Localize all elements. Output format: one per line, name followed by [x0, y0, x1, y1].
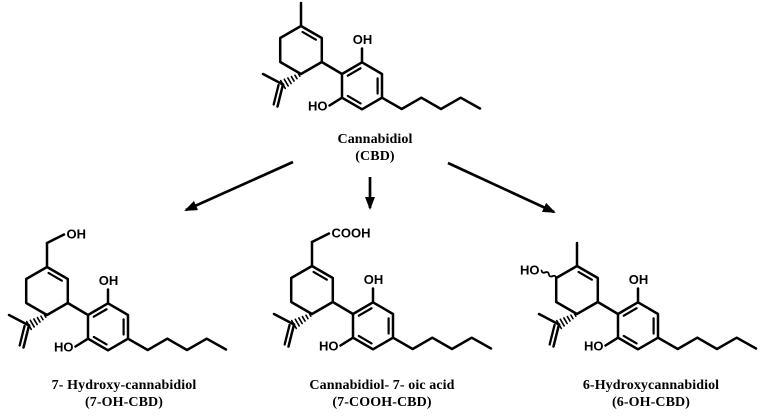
biaryl-bond: [320, 60, 344, 76]
structure-6-hydroxycannabidiol: OH HO HO: [520, 241, 758, 354]
compound-label-6-oh-cbd: 6-Hydroxycannabidiol (6-OH-CBD): [531, 377, 761, 411]
phenol-ho-left: HO: [584, 336, 620, 354]
aromatic-ring: [351, 301, 395, 351]
aromatic-ring: [616, 301, 660, 351]
compound-label-cbd: Cannabidiol (CBD): [275, 131, 475, 165]
atom-label-oh-top: OH: [99, 273, 119, 288]
phenol-oh-top: OH: [353, 32, 373, 64]
phenol-ho-left: HO: [54, 337, 90, 355]
compound-abbr: (6-OH-CBD): [612, 395, 690, 410]
metabolism-arrow-1: [184, 160, 294, 212]
atom-label-oh-top: OH: [364, 272, 384, 287]
cyclohexene-ring: [554, 264, 600, 316]
atom-label-ho-ring: HO: [520, 263, 540, 278]
compound-name: 7- Hydroxy-cannabidiol: [51, 378, 197, 393]
phenol-oh-top: OH: [99, 273, 119, 305]
pentyl-chain: [380, 96, 482, 111]
hydroxymethyl-group: OH: [45, 227, 87, 269]
atom-label-top: COOH: [332, 226, 371, 241]
biaryl-bond: [331, 300, 355, 316]
compound-label-7-cooh-cbd: Cannabidiol- 7- oic acid (7-COOH-CBD): [262, 377, 502, 411]
phenol-ho-left: HO: [308, 96, 344, 114]
atom-label-oh-top: OH: [629, 272, 649, 287]
compound-abbr: (CBD): [355, 149, 395, 164]
atom-label-ho-left: HO: [54, 340, 74, 355]
isopropenyl-group: [272, 312, 312, 348]
phenol-ho-left: HO: [319, 336, 355, 354]
compound-abbr: (7-COOH-CBD): [332, 395, 432, 410]
structure-7-hydroxy-cannabidiol: OH HO OH: [7, 227, 228, 355]
pentyl-chain: [126, 337, 228, 352]
phenol-oh-top: OH: [629, 272, 649, 304]
isopropenyl-group: [7, 313, 47, 349]
cyclohexene-ring: [278, 24, 324, 76]
biaryl-bond: [596, 300, 620, 316]
pentyl-chain: [656, 336, 758, 351]
structure-cannabidiol: OH HO: [261, 1, 482, 114]
cyclohexene-ring: [289, 264, 335, 316]
ring-hydroxyl-wavy: HO: [520, 263, 558, 279]
compound-name: Cannabidiol: [337, 132, 413, 147]
compound-label-7-oh-cbd: 7- Hydroxy-cannabidiol (7-OH-CBD): [4, 377, 244, 411]
phenol-oh-top: OH: [364, 272, 384, 304]
atom-label-top: OH: [67, 227, 87, 242]
compound-name: 6-Hydroxycannabidiol: [582, 378, 720, 393]
isopropenyl-group: [261, 72, 301, 108]
carboxymethyl-group: COOH: [310, 226, 371, 268]
atom-label-ho-left: HO: [319, 339, 339, 354]
pentyl-chain: [391, 336, 493, 351]
compound-abbr: (7-OH-CBD): [85, 395, 163, 410]
atom-label-oh-top: OH: [353, 32, 373, 47]
atom-label-ho-left: HO: [584, 339, 604, 354]
isopropenyl-group: [537, 312, 577, 348]
compound-name: Cannabidiol- 7- oic acid: [309, 378, 455, 393]
aromatic-ring: [86, 302, 130, 352]
aromatic-ring: [340, 61, 384, 111]
atom-label-ho-left: HO: [308, 99, 328, 114]
structure-cannabidiol-7-oic-acid: OH HO COOH: [272, 226, 493, 354]
biaryl-bond: [66, 301, 90, 317]
metabolism-arrow-3: [447, 161, 556, 214]
cyclohexene-ring: [24, 265, 70, 317]
